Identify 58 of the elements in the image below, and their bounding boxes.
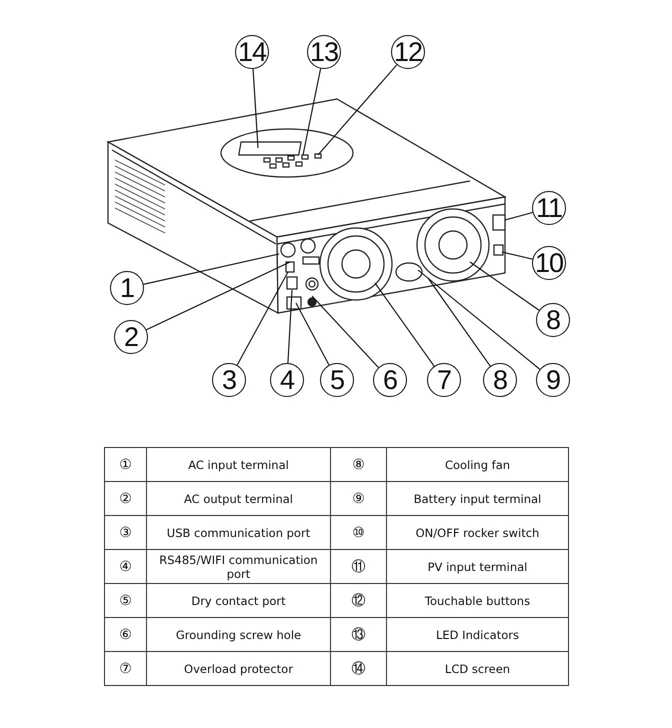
leader-line: [143, 253, 280, 285]
callout-number: 3: [212, 363, 246, 397]
item-number: ③: [119, 524, 132, 540]
leader-line: [287, 290, 293, 364]
callout-number: 14: [235, 35, 269, 69]
part-name: Dry contact port: [191, 594, 286, 608]
leader-line: [502, 251, 533, 260]
item-number: ⑪: [352, 558, 366, 576]
callout-number: 6: [373, 363, 407, 397]
item-number: ⑤: [119, 592, 132, 608]
leader-line: [236, 272, 288, 366]
item-number: ①: [119, 456, 132, 472]
part-name: PV input terminal: [428, 560, 528, 574]
leader-line: [252, 68, 259, 148]
item-number: ⑦: [119, 660, 132, 676]
item-number: ④: [119, 558, 132, 574]
callout-number: 8: [483, 363, 517, 397]
callout-number: 2: [114, 320, 148, 354]
item-number: ⑥: [119, 626, 132, 642]
part-name: Touchable buttons: [424, 594, 530, 608]
leader-line: [470, 262, 540, 311]
part-name: AC output terminal: [184, 492, 293, 506]
callout-number: 10: [532, 246, 566, 280]
leader-line: [504, 212, 533, 221]
callout-number: 4: [270, 363, 304, 397]
leader-line: [428, 278, 491, 366]
item-number: ⑬: [352, 626, 366, 644]
part-name: ON/OFF rocker switch: [416, 526, 540, 540]
callout-number: 11: [532, 191, 566, 225]
leader-line: [302, 68, 322, 156]
item-number: ⑫: [352, 592, 366, 610]
callout-number: 8: [536, 303, 570, 337]
part-name: USB communication port: [166, 526, 310, 540]
item-number: ⑭: [352, 660, 366, 678]
leader-line: [312, 296, 379, 368]
leader-line: [374, 282, 435, 366]
item-number: ⑩: [352, 524, 365, 540]
part-name: Overload protector: [184, 662, 293, 676]
callout-number: 1: [110, 271, 144, 305]
callout-number: 5: [320, 363, 354, 397]
callout-number: 7: [427, 363, 461, 397]
item-number: ②: [119, 490, 132, 506]
leader-line: [296, 302, 330, 366]
part-name: Battery input terminal: [414, 492, 542, 506]
part-name: RS485/WIFI communication port: [158, 552, 319, 580]
part-name: Cooling fan: [444, 458, 510, 472]
callout-number: 9: [536, 363, 570, 397]
item-number: ⑧: [352, 456, 365, 472]
part-name: AC input terminal: [188, 458, 289, 472]
part-name: LCD screen: [444, 662, 510, 676]
item-number: ⑨: [352, 490, 365, 506]
leader-line: [318, 64, 398, 156]
callout-number: 13: [307, 35, 341, 69]
part-name: LED Indicators: [436, 628, 519, 642]
leader-line: [146, 262, 290, 330]
callout-number: 12: [391, 35, 425, 69]
part-name: Grounding screw hole: [176, 628, 302, 642]
leader-line: [418, 270, 540, 370]
